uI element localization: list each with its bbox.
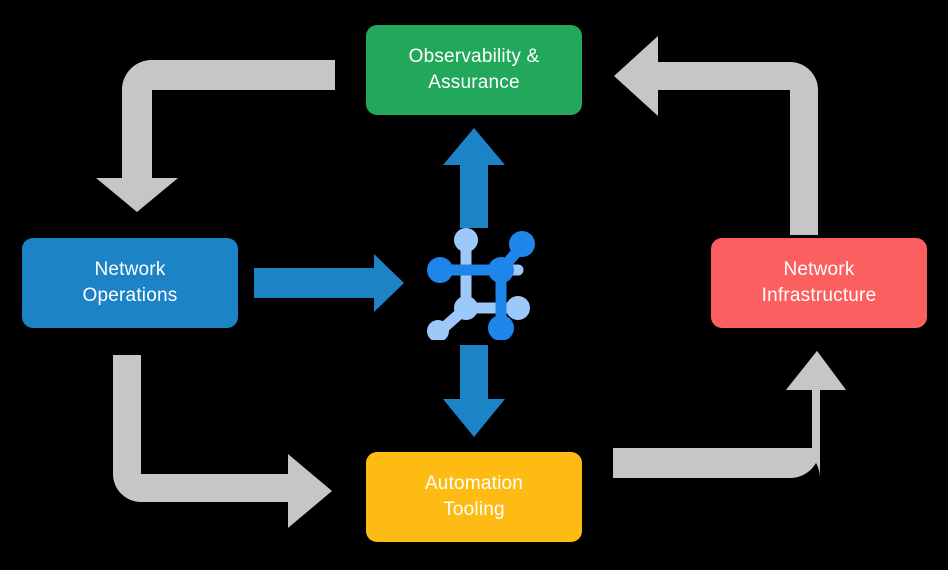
arrow-automation-to-infrastructure [613,351,846,478]
arrow-operations-to-center [254,254,404,312]
network-icon-dark-nodes [427,231,535,340]
network-topology-icon [427,228,535,340]
arrow-infrastructure-to-observability [614,36,818,235]
node-observability-assurance[interactable]: Observability & Assurance [366,25,582,115]
arrow-center-to-automation [443,345,505,437]
network-icon-light-nodes [427,228,530,340]
node-network-operations[interactable]: Network Operations [22,238,238,328]
node-automation-tooling[interactable]: Automation Tooling [366,452,582,542]
arrow-center-to-observability [443,128,505,228]
arrow-operations-to-automation [113,355,332,528]
arrow-observability-to-operations [96,60,335,212]
node-network-infrastructure[interactable]: Network Infrastructure [711,238,927,328]
